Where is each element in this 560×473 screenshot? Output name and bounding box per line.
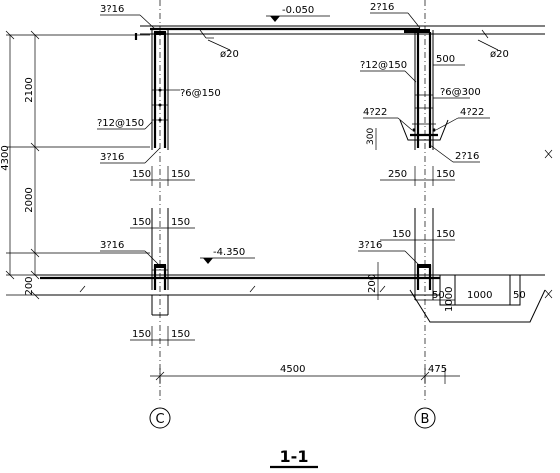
label-stirrup-left: ?6@150 [180, 88, 221, 99]
label-dia20-right: ø20 [490, 49, 509, 60]
dim-upper: 2100 [24, 77, 35, 102]
dim-150-e: 150 [132, 329, 151, 340]
title-text: 1-1 [280, 447, 309, 466]
dim-150-c: 150 [132, 217, 151, 228]
dim-total: 4300 [0, 145, 11, 170]
ground-slab: -4.350 [35, 247, 545, 296]
label-3-16-low-right: 3?16 [358, 240, 382, 251]
dim-1000-h: 1000 [467, 290, 492, 301]
axis-b-label: B [421, 412, 430, 427]
dim-150-h: 150 [392, 229, 411, 240]
dim-150-d: 150 [171, 217, 190, 228]
elevation-bottom: -4.350 [213, 247, 245, 258]
axis-c-bubble: C [149, 407, 171, 429]
label-2-16-mid-right: 2?16 [455, 151, 479, 162]
label-stirrup-right: ?6@300 [440, 87, 481, 98]
dim-150-g: 150 [436, 169, 455, 180]
elevation-marker-top [270, 16, 280, 22]
dim-lower: 200 [24, 276, 35, 295]
label-3-16-low-left: 3?16 [100, 240, 124, 251]
label-4-22-right: 4?22 [460, 107, 484, 118]
axis-c-label: C [155, 412, 164, 427]
dim-span-4500: 4500 [280, 364, 305, 375]
dim-150-i: 150 [436, 229, 455, 240]
label-2-16-top-right: 2?16 [370, 2, 394, 13]
dim-middle: 2000 [24, 187, 35, 212]
axis-b-bubble: B [414, 407, 436, 429]
dim-edge-475: 475 [428, 364, 447, 375]
label-rebar-right: ?12@150 [360, 60, 407, 71]
dim-150-b: 150 [171, 169, 190, 180]
top-slab: ø20 ø20 -0.050 [134, 5, 545, 60]
dim-250: 250 [388, 169, 407, 180]
right-column: 2?16 ?12@150 ?6@300 4?22 4?22 2?16 3?16 … [358, 0, 490, 400]
dim-300: 300 [366, 128, 376, 145]
label-3-16-mid-left: 3?16 [100, 152, 124, 163]
section-title: 1-1 [270, 447, 318, 469]
dim-50-left: 50 [432, 290, 445, 301]
trench: 50 1000 50 1000 [409, 149, 553, 323]
dim-slab-200: 200 [367, 274, 378, 293]
span-dimension: 4500 475 [150, 364, 460, 384]
elevation-top: -0.050 [282, 5, 314, 16]
elevation-marker-bottom [203, 258, 213, 264]
label-dia20-left: ø20 [220, 49, 239, 60]
dim-150-f: 150 [171, 329, 190, 340]
left-column: 3?16 ?6@150 ?12@150 3?16 3?16 150 150 15… [97, 0, 221, 400]
dim-150-a: 150 [132, 169, 151, 180]
dim-500: 500 [436, 54, 455, 65]
vertical-dimension-chain: 4300 2100 2000 200 [0, 30, 150, 300]
label-3-16-top-left: 3?16 [100, 4, 124, 15]
label-4-22-left: 4?22 [363, 107, 387, 118]
dim-50-right: 50 [513, 290, 526, 301]
label-rebar-left: ?12@150 [97, 118, 144, 129]
dim-1000-v: 1000 [444, 287, 455, 312]
